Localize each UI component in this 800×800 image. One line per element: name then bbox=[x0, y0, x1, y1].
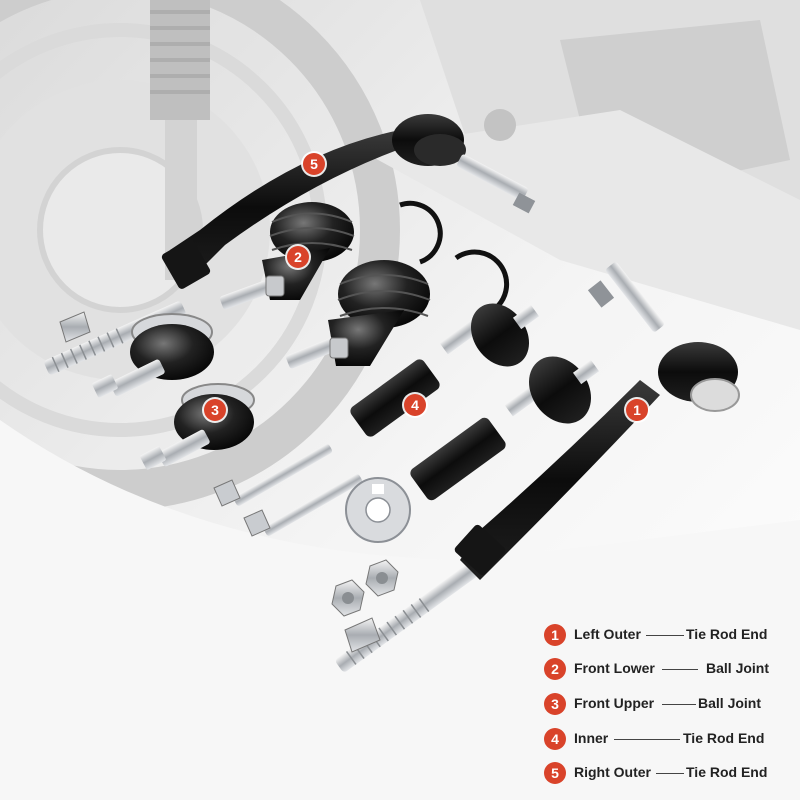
legend-connector-line bbox=[614, 739, 680, 740]
legend-number-badge: 2 bbox=[544, 658, 566, 680]
left-outer-tie-rod-end bbox=[335, 262, 740, 672]
legend-number-badge: 5 bbox=[544, 762, 566, 784]
legend-part-type: Tie Rod End bbox=[686, 764, 768, 780]
callout-badge-3: 3 bbox=[204, 399, 226, 421]
legend-part-type: Tie Rod End bbox=[686, 626, 768, 642]
legend-row-4: 4 Inner Tie Rod End bbox=[538, 726, 800, 752]
legend-connector-line bbox=[662, 704, 696, 705]
legend-part-type: Ball Joint bbox=[698, 695, 762, 711]
legend-number-badge: 3 bbox=[544, 693, 566, 715]
callout-badge-5: 5 bbox=[303, 153, 325, 175]
legend-part-type: Tie Rod End bbox=[683, 730, 765, 746]
callout-badge-2: 2 bbox=[287, 246, 309, 268]
hardware bbox=[213, 444, 411, 617]
legend-part-name: Front Lower bbox=[574, 660, 655, 676]
inner-tie-rod-end-a bbox=[350, 303, 540, 437]
parts-legend: 1 Left Outer Tie Rod End 2 Front Lower B… bbox=[538, 622, 800, 797]
legend-number-badge: 1 bbox=[544, 624, 566, 646]
legend-row-3: 3 Front Upper Ball Joint bbox=[538, 691, 800, 717]
callout-badge-4: 4 bbox=[404, 394, 426, 416]
callout-badge-1: 1 bbox=[626, 399, 648, 421]
legend-row-2: 2 Front Lower Ball Joint bbox=[538, 656, 800, 682]
legend-row-5: 5 Right Outer Tie Rod End bbox=[538, 760, 800, 786]
legend-part-name: Right Outer bbox=[574, 764, 651, 780]
legend-part-name: Left Outer bbox=[574, 626, 641, 642]
legend-connector-line bbox=[646, 635, 684, 636]
front-lower-ball-joint-b bbox=[286, 260, 431, 369]
legend-row-1: 1 Left Outer Tie Rod End bbox=[538, 622, 800, 648]
inner-tie-rod-end-b bbox=[410, 356, 600, 501]
legend-part-name: Front Upper bbox=[574, 695, 655, 711]
legend-part-name: Inner bbox=[574, 730, 609, 746]
legend-connector-line bbox=[662, 669, 698, 670]
legend-part-type: Ball Joint bbox=[706, 660, 770, 676]
legend-connector-line bbox=[656, 773, 684, 774]
legend-number-badge: 4 bbox=[544, 728, 566, 750]
front-upper-ball-joint-a bbox=[92, 313, 214, 398]
